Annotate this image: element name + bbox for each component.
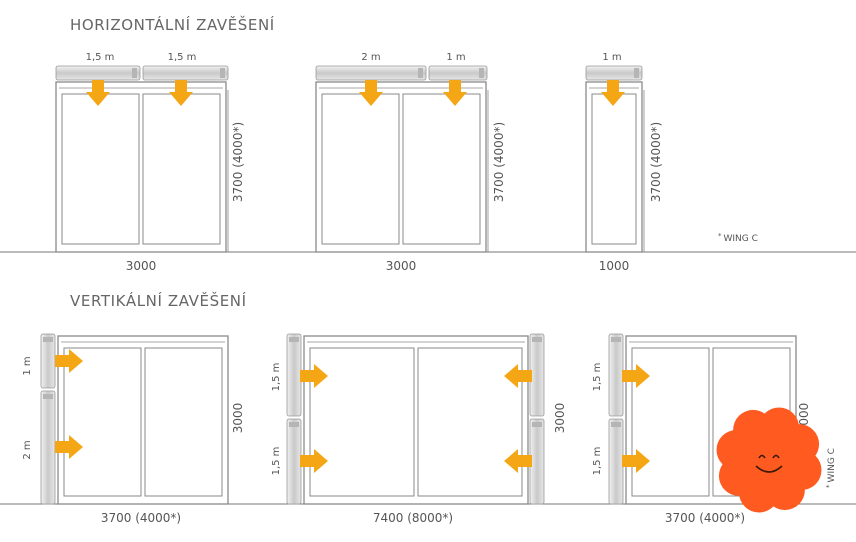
- h2-unit-1: [315, 65, 427, 81]
- v3-unit-2-cap: [611, 422, 621, 427]
- heading-vertical: VERTIKÁLNÍ ZAVĚŠENÍ: [70, 292, 247, 310]
- v3-unit-1-cap: [611, 337, 621, 342]
- v2-arrow-2: [300, 449, 328, 473]
- h1-door-frame: [55, 81, 227, 253]
- h1-arrow-1: [86, 80, 110, 106]
- v2-door-frame: [303, 335, 529, 505]
- v3-unit-2: [608, 418, 624, 505]
- h1-unit1-label: 1,5 m: [86, 52, 115, 63]
- h2-door-panel-1: [321, 93, 400, 245]
- h1-unit-1: [55, 65, 141, 81]
- v2-unit-1-cap: [289, 337, 299, 342]
- sticker-center: [737, 428, 801, 492]
- note-asterisk-bottom: *: [825, 484, 833, 488]
- v2-unit-4: [529, 418, 545, 505]
- h2-width-label: 3000: [386, 259, 417, 273]
- v1-arrow-2: [55, 435, 83, 459]
- h1-door-panel-1: [61, 93, 140, 245]
- h2-height-label: 3700 (4000*): [492, 122, 506, 202]
- note-asterisk-top: *: [718, 232, 722, 240]
- wing-c-note-top: *WING C: [718, 232, 758, 244]
- heading-horizontal: HORIZONTÁLNÍ ZAVĚŠENÍ: [70, 16, 275, 34]
- h1-unit-2: [142, 65, 229, 81]
- v2-unit-4-cap: [532, 422, 542, 427]
- v1-unit-2: [40, 390, 56, 505]
- h1-door-panel-2: [142, 93, 221, 245]
- h3-unit-1: [585, 65, 643, 81]
- v1-unit-1-cap: [43, 337, 53, 342]
- v2-arrow-3: [504, 364, 532, 388]
- v1-door-panel-1: [63, 347, 142, 497]
- h2-unit-2-cap: [479, 68, 484, 78]
- v1-door-frame: [57, 335, 229, 505]
- h1-arrow-2: [169, 80, 193, 106]
- v2-arrow-1: [300, 364, 328, 388]
- wing-c-note-bottom: * WING C: [825, 448, 837, 488]
- h2-arrow-1: [359, 80, 383, 106]
- sticker-eye-right: [772, 454, 780, 459]
- v2-unit-2-cap: [289, 422, 299, 427]
- v3-unit-1: [608, 333, 624, 417]
- sticker-eye-left: [758, 454, 766, 459]
- v2-unit-3-cap: [532, 337, 542, 342]
- v2-unit-2: [286, 418, 302, 505]
- v3-arrow-1: [622, 364, 650, 388]
- sticker-mouth: [755, 465, 783, 473]
- v2-door-panel-1: [309, 347, 415, 497]
- h2-unit1-label: 2 m: [361, 52, 380, 63]
- v2-unit1-label: 1,5 m: [271, 363, 282, 392]
- v1-unit1-label: 1 m: [22, 356, 33, 375]
- h3-height-label: 3700 (4000*): [649, 122, 663, 202]
- v1-height-label: 3000: [231, 403, 245, 434]
- v1-arrow-1: [55, 349, 83, 373]
- v1-door-panel-2: [144, 347, 223, 497]
- v3-arrow-2: [622, 449, 650, 473]
- h1-height-label: 3700 (4000*): [231, 122, 245, 202]
- v3-door-panel-1: [631, 347, 710, 497]
- v2-height-label: 3000: [553, 403, 567, 434]
- v1-unit-2-cap: [43, 394, 53, 399]
- h2-door-panel-2: [402, 93, 481, 245]
- note-wing-c-top: WING C: [724, 234, 758, 244]
- h3-width-label: 1000: [599, 259, 630, 273]
- smiley-flower-sticker-icon: [716, 407, 822, 513]
- h2-arrow-2: [443, 80, 467, 106]
- h1-unit-1-cap: [132, 68, 137, 78]
- h3-door-panel-1: [591, 93, 637, 245]
- v1-unit2-label: 2 m: [22, 440, 33, 459]
- h2-door-frame: [315, 81, 487, 253]
- v1-width-label: 3700 (4000*): [101, 511, 181, 525]
- h3-door-frame: [585, 81, 643, 253]
- h1-width-label: 3000: [126, 259, 157, 273]
- v2-unit2-label: 1,5 m: [271, 447, 282, 476]
- h2-unit2-label: 1 m: [446, 52, 465, 63]
- note-wing-c-bottom: WING C: [827, 448, 837, 482]
- v2-width-label: 7400 (8000*): [373, 511, 453, 525]
- h1-unit2-label: 1,5 m: [168, 52, 197, 63]
- v3-unit1-label: 1,5 m: [592, 363, 603, 392]
- h1-unit-2-cap: [220, 68, 225, 78]
- v1-unit-1: [40, 333, 56, 389]
- h2-unit-2: [428, 65, 488, 81]
- v2-arrow-4: [504, 449, 532, 473]
- v3-width-label: 3700 (4000*): [665, 511, 745, 525]
- v2-door-panel-2: [417, 347, 523, 497]
- v2-unit-3: [529, 333, 545, 417]
- h2-unit-1-cap: [418, 68, 423, 78]
- h3-unit-1-cap: [634, 68, 639, 78]
- v2-unit-1: [286, 333, 302, 417]
- h3-unit1-label: 1 m: [602, 52, 621, 63]
- v3-unit2-label: 1,5 m: [592, 447, 603, 476]
- h3-arrow-1: [601, 80, 625, 106]
